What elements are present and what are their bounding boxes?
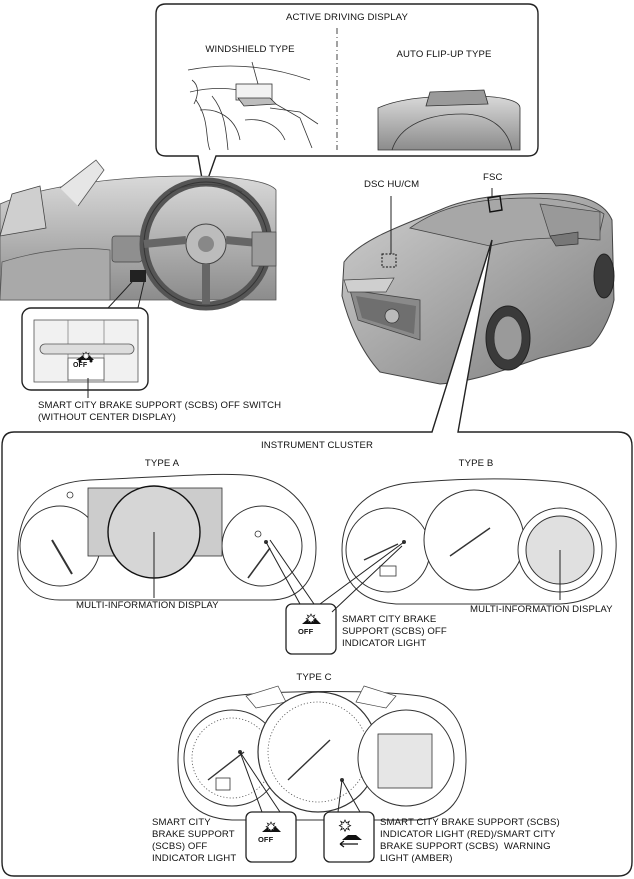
type-c-label: TYPE C	[296, 672, 332, 683]
interior-dashboard-illustration	[0, 159, 277, 311]
indicator-c-off-text: OFF	[258, 835, 274, 844]
auto-flip-up-type-label: AUTO FLIP-UP TYPE	[396, 49, 492, 60]
type-b-label: TYPE B	[458, 458, 494, 469]
dsc-hu-cm-label: DSC HU/CM	[364, 179, 420, 190]
scbs-warning-indicator-icon	[338, 819, 362, 848]
instrument-cluster-callout	[1, 239, 633, 877]
scbs-off-switch-label: SMART CITY BRAKE SUPPORT (SCBS) OFF SWIT…	[38, 400, 282, 423]
type-a-label: TYPE A	[144, 458, 180, 469]
scbs-off-indicator-box-c	[245, 811, 297, 863]
type-c-cluster	[177, 685, 467, 821]
switch-icon-off-text: OFF	[73, 362, 88, 369]
multi-information-display-label-a: MULTI-INFORMATION DISPLAY	[76, 600, 219, 611]
scbs-warning-light-label-c: SMART CITY BRAKE SUPPORT (SCBS) INDICATO…	[380, 817, 560, 864]
type-b-cluster	[341, 478, 617, 605]
scbs-off-switch-icon	[76, 351, 94, 363]
auto-flip-up-illustration	[377, 89, 521, 151]
fsc-label: FSC	[483, 172, 503, 183]
scbs-off-indicator-icon-c	[262, 821, 281, 833]
scbs-off-indicator-icon-ab	[302, 613, 321, 625]
scbs-off-indicator-label-ab: SMART CITY BRAKE SUPPORT (SCBS) OFF INDI…	[342, 614, 447, 649]
active-display-title: ACTIVE DRIVING DISPLAY	[286, 12, 408, 23]
indicator-ab-off-text: OFF	[298, 627, 314, 636]
scbs-off-indicator-box-ab	[285, 603, 337, 655]
windshield-type-illustration	[187, 61, 319, 151]
type-a-cluster	[17, 473, 317, 601]
instrument-cluster-title: INSTRUMENT CLUSTER	[261, 440, 373, 451]
scbs-switch-panel	[21, 307, 149, 391]
windshield-type-label: WINDSHIELD TYPE	[205, 44, 295, 55]
multi-information-display-label-b: MULTI-INFORMATION DISPLAY	[470, 604, 613, 615]
scbs-off-indicator-label-c: SMART CITY BRAKE SUPPORT (SCBS) OFF INDI…	[152, 817, 237, 864]
